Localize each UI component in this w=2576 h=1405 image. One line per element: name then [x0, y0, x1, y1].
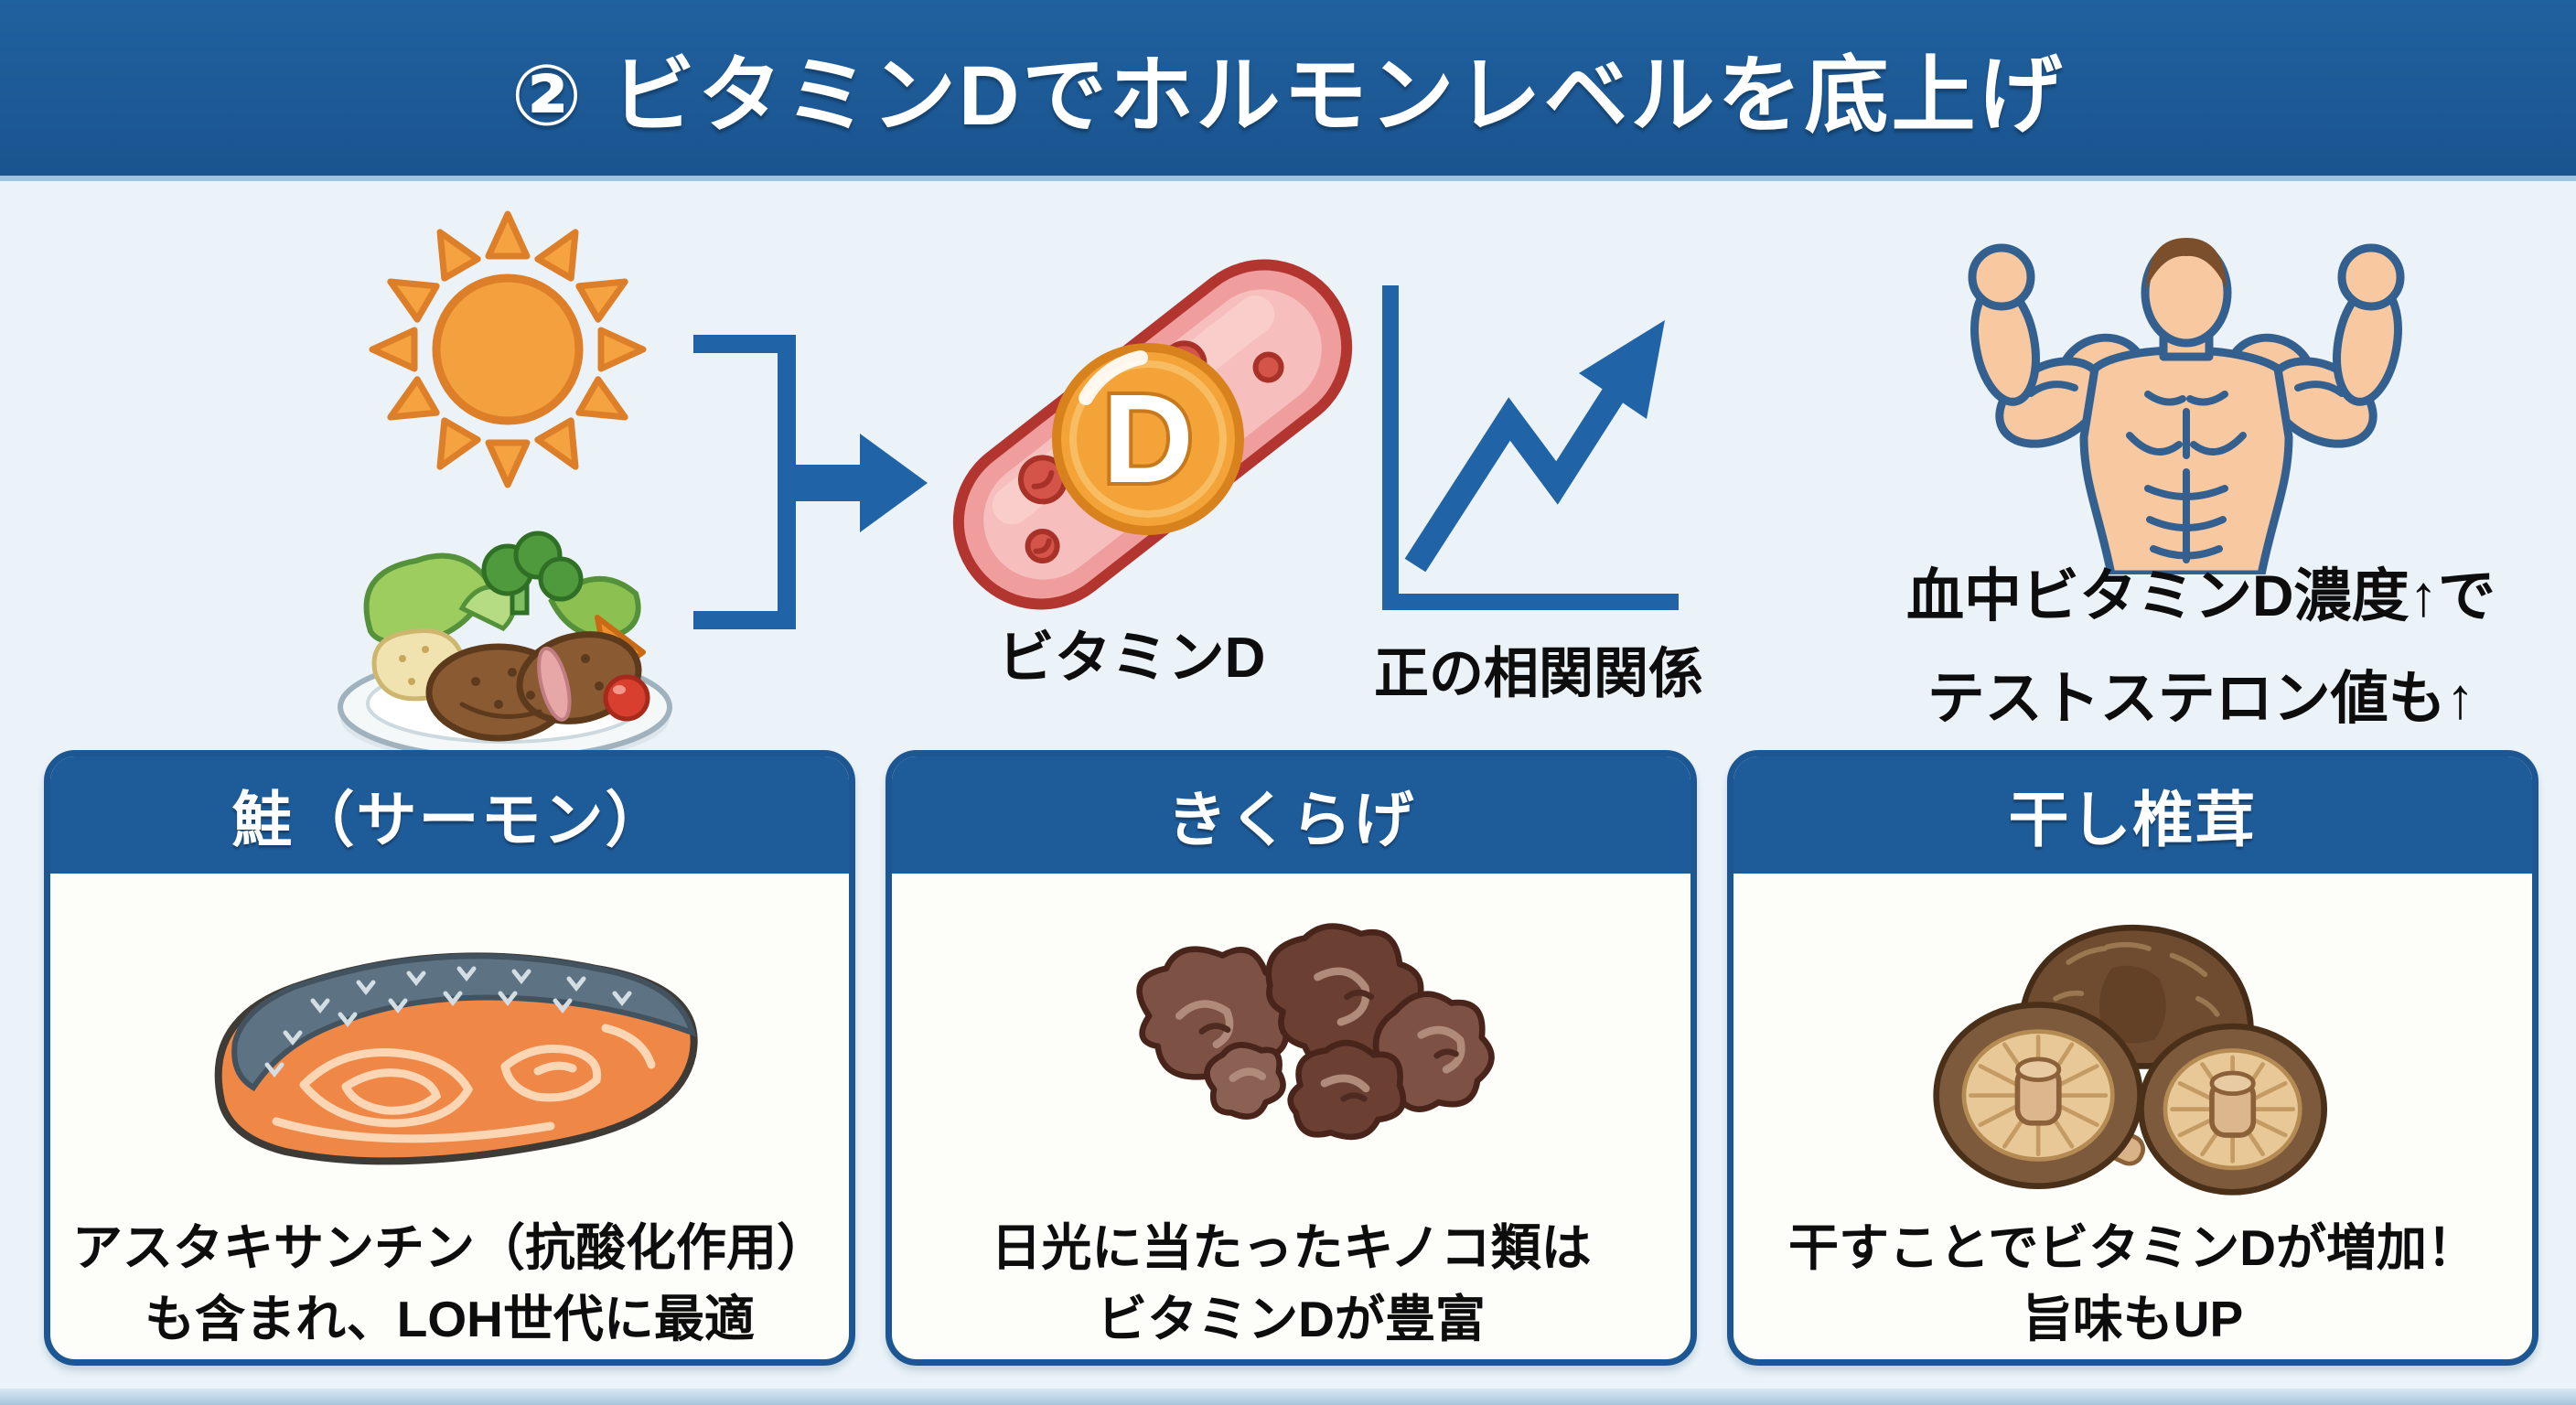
result-caption-line2: テストステロン値も↑	[1927, 667, 2475, 731]
vitamin-d-label: ビタミンD	[997, 627, 1266, 690]
card-caption: 日光に当たったキノコ類は ビタミンDが豊富	[892, 1212, 1690, 1355]
card-caption-line2: 旨味もUP	[2022, 1291, 2244, 1347]
card-caption-line1: 日光に当たったキノコ類は	[991, 1219, 1592, 1276]
food-card-shiitake: 干し椎茸	[1727, 750, 2538, 1366]
merge-arrow-icon	[693, 335, 928, 629]
correlation-graph-icon	[1382, 285, 1679, 610]
result-caption: 血中ビタミンD濃度↑で テストステロン値も↑	[1848, 545, 2554, 750]
muscle-man-icon	[1968, 238, 2405, 574]
meal-plate-icon	[338, 531, 672, 764]
card-caption: アスタキサンチン（抗酸化作用） も含まれ、LOH世代に最適	[50, 1212, 849, 1355]
correlation-label: 正の相関関係	[1374, 643, 1703, 704]
food-card-salmon: 鮭（サーモン）	[44, 750, 855, 1366]
card-caption-line1: 干すことでビタミンDが増加！	[1787, 1219, 2478, 1276]
card-title: 干し椎茸	[2008, 786, 2258, 853]
card-caption: 干すことでビタミンDが増加！ 旨味もUP	[1733, 1212, 2532, 1355]
result-caption-line1: 血中ビタミンD濃度↑で	[1906, 564, 2496, 628]
page-title: ② ビタミンDでホルモンレベルを底上げ	[510, 48, 2066, 143]
sun-icon	[369, 210, 647, 488]
wood-ear-mushroom-icon	[1135, 923, 1495, 1141]
card-title: きくらげ	[1166, 786, 1416, 853]
card-caption-line1: アスタキサンチン（抗酸化作用）	[71, 1219, 827, 1276]
card-header: 干し椎茸	[1733, 756, 2532, 874]
card-figure	[1733, 883, 2532, 1201]
dried-shiitake-icon	[1932, 925, 2327, 1196]
card-header: 鮭（サーモン）	[50, 756, 849, 874]
bottom-strip	[0, 1389, 2576, 1405]
card-header: きくらげ	[892, 756, 1690, 874]
card-title: 鮭（サーモン）	[231, 786, 668, 853]
salmon-fillet-icon	[214, 952, 698, 1165]
card-caption-line2: も含まれ、LOH世代に最適	[145, 1291, 755, 1347]
vitamin-d-blood-vessel-icon: D	[952, 259, 1353, 610]
vitamin-d-badge: D	[1102, 369, 1194, 509]
card-figure	[892, 883, 1690, 1201]
card-figure	[50, 883, 849, 1201]
card-caption-line2: ビタミンDが豊富	[1097, 1291, 1486, 1347]
food-card-kikurage: きくらげ	[886, 750, 1697, 1366]
title-bar: ② ビタミンDでホルモンレベルを底上げ	[0, 0, 2576, 181]
